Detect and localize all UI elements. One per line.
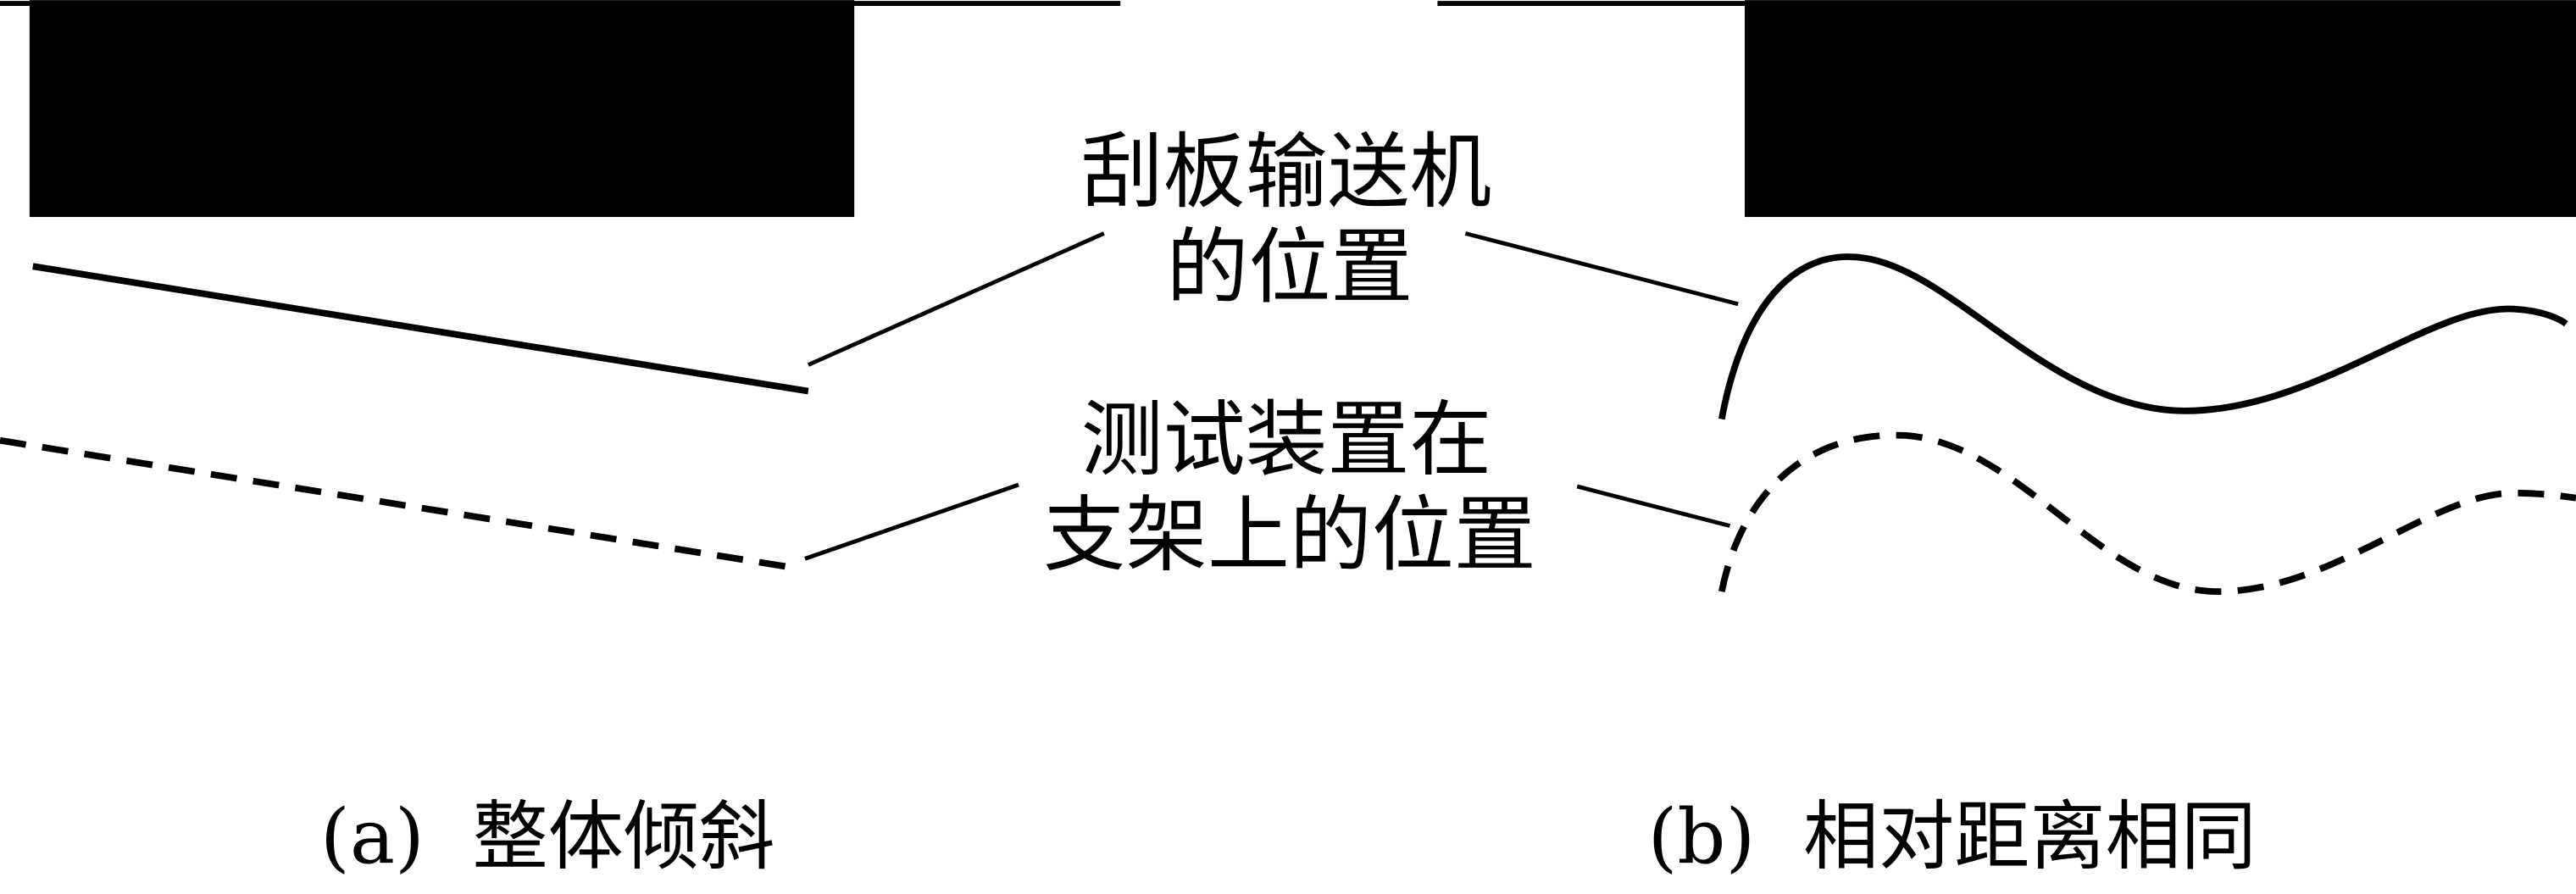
leader-conveyor-a (807, 231, 1105, 367)
leader-device-b (1576, 484, 1731, 528)
caption-a: (a) 整体倾斜 (320, 793, 774, 881)
device-label-line1: 测试装置在 (1081, 392, 1492, 488)
conveyor-label-line2: 的位置 (1167, 219, 1413, 315)
caption-b: (b) 相对距离相同 (1648, 793, 2257, 881)
device-line-a (0, 436, 790, 570)
leader-device-a (804, 482, 1019, 561)
conveyor-line-a (32, 263, 809, 395)
support-block-b (1744, 0, 2576, 218)
support-block-a (29, 0, 855, 218)
device-curve-b (1718, 431, 2576, 595)
leader-conveyor-b (1464, 231, 1739, 307)
conveyor-label-line1: 刮板输送机 (1081, 125, 1492, 220)
device-label-line2: 支架上的位置 (1043, 487, 1536, 583)
conveyor-curve-b (1718, 253, 2568, 420)
